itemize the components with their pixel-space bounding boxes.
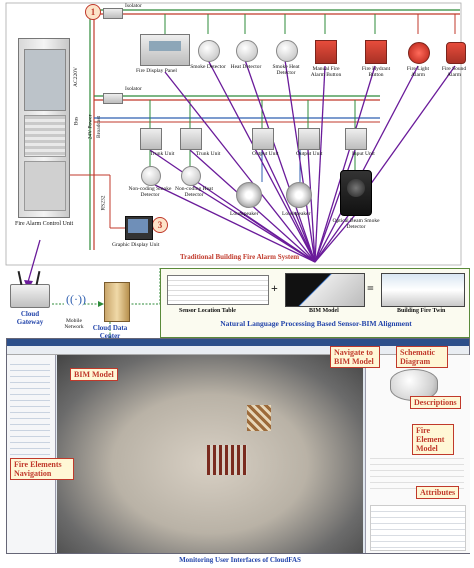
traditional-system-title: Traditional Building Fire Alarm System — [180, 253, 300, 261]
control-panel-lower — [24, 161, 66, 211]
smoke-detector — [198, 40, 220, 62]
top-frame — [5, 2, 462, 266]
equals-sign: = — [367, 281, 374, 295]
manual-fire-alarm-button — [315, 40, 337, 64]
optical-beam-lens — [347, 179, 365, 197]
power-label: 24V Power — [87, 114, 94, 140]
fire-element-3d-model — [390, 369, 438, 401]
non-coding-heat-detector — [181, 166, 201, 186]
trunk-unit-1-label: Trunk Unit — [150, 151, 175, 157]
non-coding-smoke-detector — [141, 166, 161, 186]
control-panel-screen — [24, 49, 66, 111]
heat-detector — [236, 40, 258, 62]
graphic-display-screen — [128, 219, 148, 233]
wifi-icon: ((·)) — [66, 292, 86, 306]
mobile-network-label: Mobile Network — [64, 318, 84, 330]
isolator-mid — [103, 93, 123, 104]
rs232-label: RS232 — [100, 195, 107, 211]
cloud-gateway-device — [10, 270, 50, 308]
bus-label: Bus — [73, 116, 80, 126]
bim-model-label: BIM Model — [309, 308, 339, 314]
badge-3: 3 — [152, 217, 168, 233]
ui-toolbar — [7, 346, 469, 355]
non-coding-heat-detector-label: Non-coding Heat Detector — [174, 186, 214, 198]
loudspeaker-2 — [286, 182, 312, 208]
loudspeaker-2-label: Loudspeaker — [282, 211, 311, 217]
manual-fire-alarm-button-label: Manual Fire Alarm Button — [310, 66, 342, 78]
mid-bus-wires — [70, 95, 380, 229]
input-unit-label: Input Unit — [352, 151, 375, 157]
trunk-unit-1 — [140, 128, 162, 150]
fire-alarm-control-unit — [18, 38, 70, 218]
optical-beam-label: Optical Beam Smoke Detector — [332, 218, 380, 230]
top-bus-wires — [89, 9, 460, 250]
fire-light-alarm — [408, 42, 430, 64]
fire-sound-alarm-label: Fire Sound Alarm — [441, 66, 467, 78]
control-panel-rack — [24, 115, 66, 157]
heat-detector-label: Heat Detector — [230, 64, 262, 70]
isolator-top-label: Isolator — [125, 3, 142, 9]
fire-display-screen — [149, 41, 181, 51]
cloud-server — [104, 282, 130, 322]
control-unit-label: Fire Alarm Control Unit — [15, 221, 74, 227]
fire-sound-alarm — [446, 42, 466, 64]
fire-display-panel-label: Fire Display Panel — [136, 68, 177, 74]
building-fire-twin-image — [381, 273, 465, 307]
ac-label: AC220V — [72, 67, 79, 87]
alignment-box: + = Sensor Location Table BIM Model Buil… — [160, 268, 470, 338]
isolator-top — [103, 8, 123, 19]
callout-schematic: Schematic Diagram — [396, 346, 448, 368]
callout-fire-elements-nav: Fire Elements Navigation — [10, 458, 74, 480]
seating-area — [207, 445, 247, 475]
bim-model-image — [285, 273, 365, 307]
cloud-gateway-label: Cloud Gateway — [16, 310, 44, 326]
loudspeaker-1-label: Loudspeaker — [230, 211, 259, 217]
output-unit-2 — [298, 128, 320, 150]
loudspeaker-1 — [236, 182, 262, 208]
tree-rows — [10, 359, 50, 469]
fire-elements-tree — [7, 355, 56, 553]
fire-hydrant-button — [365, 40, 387, 64]
attributes-table — [370, 505, 466, 551]
monitoring-ui-title: Monitoring User Interfaces of CloudFAS — [179, 556, 301, 564]
trunk-unit-2-label: Trunk Unit — [196, 151, 221, 157]
sensor-location-table-label: Sensor Location Table — [179, 308, 236, 314]
smoke-heat-detector-label: Smoke Heat Detector — [272, 64, 300, 76]
broadcast-label: Broadcast — [96, 116, 102, 138]
output-unit-1-label: Output Unit — [252, 151, 279, 157]
callout-descriptions: Descriptions — [410, 396, 461, 409]
output-unit-1 — [252, 128, 274, 150]
badge-1: 1 — [85, 4, 101, 20]
callout-fire-element-model: Fire Element Model — [412, 424, 454, 455]
isolator-mid-label: Isolator — [125, 86, 142, 92]
ui-title-bar — [7, 339, 469, 346]
non-coding-smoke-detector-label: Non-coding Smoke Detector — [128, 186, 172, 198]
fire-display-panel — [140, 34, 190, 66]
fire-hydrant-button-label: Fire Hydrant Button — [361, 66, 391, 78]
cloud-data-center-label: Cloud Data Center — [92, 324, 128, 340]
output-unit-2-label: Output Unit — [296, 151, 323, 157]
plus-sign: + — [271, 281, 278, 295]
callout-attributes: Attributes — [416, 486, 460, 499]
building-fire-twin-label: Building Fire Twin — [397, 308, 446, 314]
input-unit — [345, 128, 367, 150]
trunk-unit-2 — [180, 128, 202, 150]
fire-light-alarm-label: Fire Light Alarm — [406, 66, 430, 78]
purple-arrows — [24, 59, 456, 290]
staircase — [247, 405, 271, 431]
bim-model-viewport[interactable] — [57, 355, 363, 553]
alignment-title: Natural Language Processing Based Sensor… — [220, 319, 412, 328]
graphic-display-unit — [125, 216, 153, 240]
callout-bim-model: BIM Model — [70, 368, 118, 381]
sensor-location-table — [167, 275, 269, 305]
smoke-detector-label: Smoke Detector — [190, 64, 226, 70]
smoke-heat-detector — [276, 40, 298, 62]
callout-navigate: Navigate to BIM Model — [330, 346, 380, 368]
graphic-display-unit-label: Graphic Display Unit — [112, 242, 160, 248]
optical-beam-smoke-detector — [340, 170, 372, 216]
